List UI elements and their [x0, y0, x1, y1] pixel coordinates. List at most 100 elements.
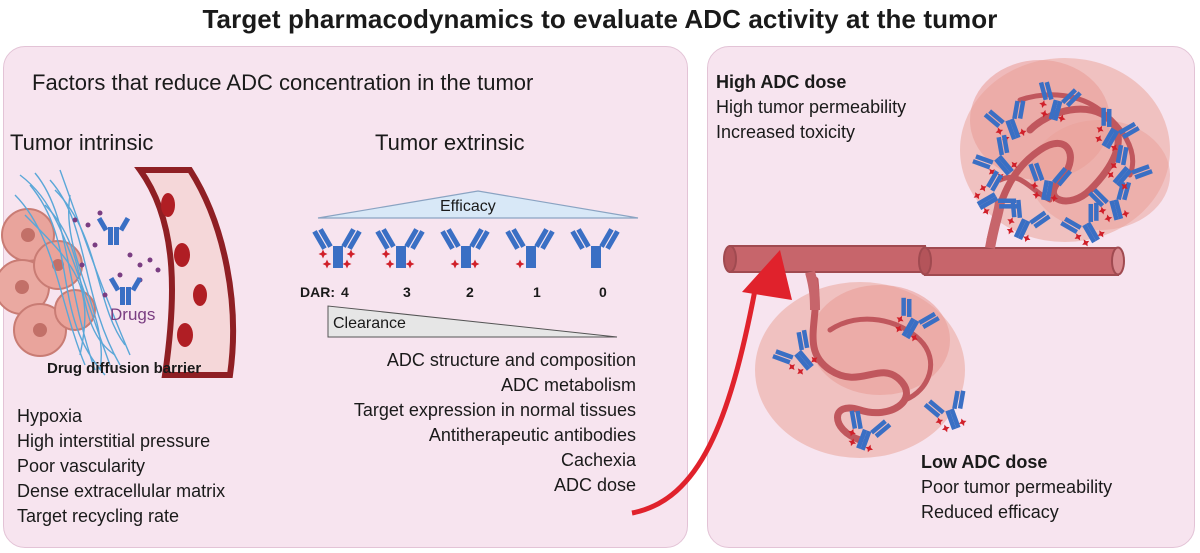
clearance-wedge: [327, 305, 618, 338]
antibody-icon: [923, 390, 967, 433]
antibody-icon: [440, 228, 490, 269]
payload-icon: [1095, 135, 1103, 143]
payload-icon: [995, 127, 1004, 136]
left-panel-heading: Factors that reduce ADC concentration in…: [32, 70, 534, 95]
payload-icon: [405, 259, 415, 269]
low-dose-title: Low ADC dose: [921, 452, 1048, 472]
payload-icon: [941, 424, 950, 433]
payload-icon: [973, 192, 981, 200]
payload-icon: [979, 184, 987, 192]
intrinsic-factor: Poor vascularity: [17, 456, 146, 476]
intrinsic-factor: Dense extracellular matrix: [17, 481, 226, 501]
drug-particles: [72, 210, 161, 298]
dar-value: 1: [533, 284, 541, 300]
intrinsic-factor: Hypoxia: [17, 406, 83, 426]
antibody-icon: [108, 276, 143, 305]
payload-icon: [1018, 128, 1027, 137]
payload-icon: [865, 444, 874, 453]
antibody-icon: [1028, 162, 1073, 203]
payload-icon: [1121, 183, 1128, 190]
antibody-icon: [1107, 144, 1153, 190]
payload-icon: [1050, 194, 1059, 203]
tumor-intrinsic-illustration: [0, 167, 237, 378]
payload-icon: [1110, 162, 1117, 169]
payload-icon: [895, 325, 903, 333]
payload-icon: [1040, 109, 1049, 118]
dar-value: 3: [403, 284, 411, 300]
payload-icon: [1023, 234, 1031, 242]
tumor-extrinsic-heading: Tumor extrinsic: [375, 130, 525, 155]
antibody-icon: [772, 329, 818, 375]
intrinsic-factor: Target recycling rate: [17, 506, 180, 526]
antibody-icon: [1038, 81, 1082, 123]
efficacy-label: Efficacy: [440, 198, 496, 215]
payload-icon: [848, 428, 856, 437]
high-dose-line: High tumor permeability: [716, 97, 907, 117]
left-panel: [3, 46, 688, 548]
antibody-icon: [972, 134, 1018, 180]
extrinsic-factor: ADC structure and composition: [386, 350, 636, 370]
payload-icon: [1097, 230, 1105, 238]
payload-icon: [958, 418, 967, 427]
tumor-intrinsic-heading: Tumor intrinsic: [10, 130, 154, 155]
payload-icon: [322, 259, 332, 269]
extracellular-matrix-fibers: [14, 169, 131, 376]
payload-icon: [1030, 181, 1039, 190]
antibody-icon: [895, 297, 940, 342]
payload-icon: [1082, 239, 1090, 247]
payload-icon: [797, 368, 804, 375]
payload-icon: [1098, 206, 1107, 215]
antibody-icon: [375, 228, 425, 269]
payload-icon: [1121, 209, 1130, 218]
antibody-icon: [1060, 202, 1105, 247]
payload-icon: [896, 315, 904, 323]
high-dose-line: Increased toxicity: [716, 122, 856, 142]
drugs-label: Drugs: [110, 305, 156, 324]
extrinsic-factor: Antitherapeutic antibodies: [428, 425, 636, 445]
page-title: Target pharmacodynamics to evaluate ADC …: [202, 4, 998, 34]
payload-icon: [935, 417, 944, 426]
efficacy-triangle: [317, 190, 639, 219]
extrinsic-factor: Target expression in normal tissues: [353, 400, 636, 420]
payload-icon: [1104, 214, 1113, 223]
payload-icon: [1011, 161, 1018, 169]
payload-icon: [385, 259, 395, 269]
tumor-intrinsic-factors: Hypoxia High interstitial pressure Poor …: [17, 404, 225, 529]
payload-icon: [788, 363, 796, 370]
payload-icon: [1074, 233, 1082, 241]
antibody-icon: [1095, 107, 1140, 152]
payload-icon: [470, 259, 480, 269]
clearance-label: Clearance: [333, 315, 406, 332]
payload-icon: [1057, 114, 1066, 123]
payload-icon: [1007, 217, 1015, 225]
payload-icon: [1107, 171, 1114, 179]
antibody-icon: [973, 170, 1018, 215]
antibody-icon: [505, 228, 555, 269]
payload-icon: [811, 356, 818, 364]
payload-icon: [982, 207, 990, 215]
payload-icon: [342, 259, 352, 269]
low-dose-line: Poor tumor permeability: [921, 477, 1113, 497]
low-dose-line: Reduced efficacy: [921, 502, 1059, 522]
dar-value: 2: [466, 284, 474, 300]
high-dose-title: High ADC dose: [716, 72, 847, 92]
high-dose-tumor: [960, 58, 1170, 244]
payload-icon: [1039, 100, 1048, 109]
dar-value: 0: [599, 284, 607, 300]
payload-icon: [381, 249, 391, 259]
intrinsic-factor: High interstitial pressure: [17, 431, 211, 451]
tumor-extrinsic-factors: ADC structure and composition ADC metabo…: [260, 348, 636, 498]
dar-label: DAR:: [300, 284, 335, 300]
payload-icon: [1110, 144, 1118, 152]
low-dose-tumor: [755, 276, 965, 458]
payload-icon: [346, 249, 356, 259]
dar-value: 4: [341, 284, 349, 300]
antibody-icon: [848, 410, 892, 453]
dar-antibodies: [312, 228, 620, 269]
antibody-icon: [96, 216, 131, 245]
antibody-icon: [312, 228, 362, 269]
payload-icon: [910, 334, 918, 342]
extrinsic-factor: Cachexia: [560, 450, 636, 470]
red-arrow: [631, 250, 792, 516]
